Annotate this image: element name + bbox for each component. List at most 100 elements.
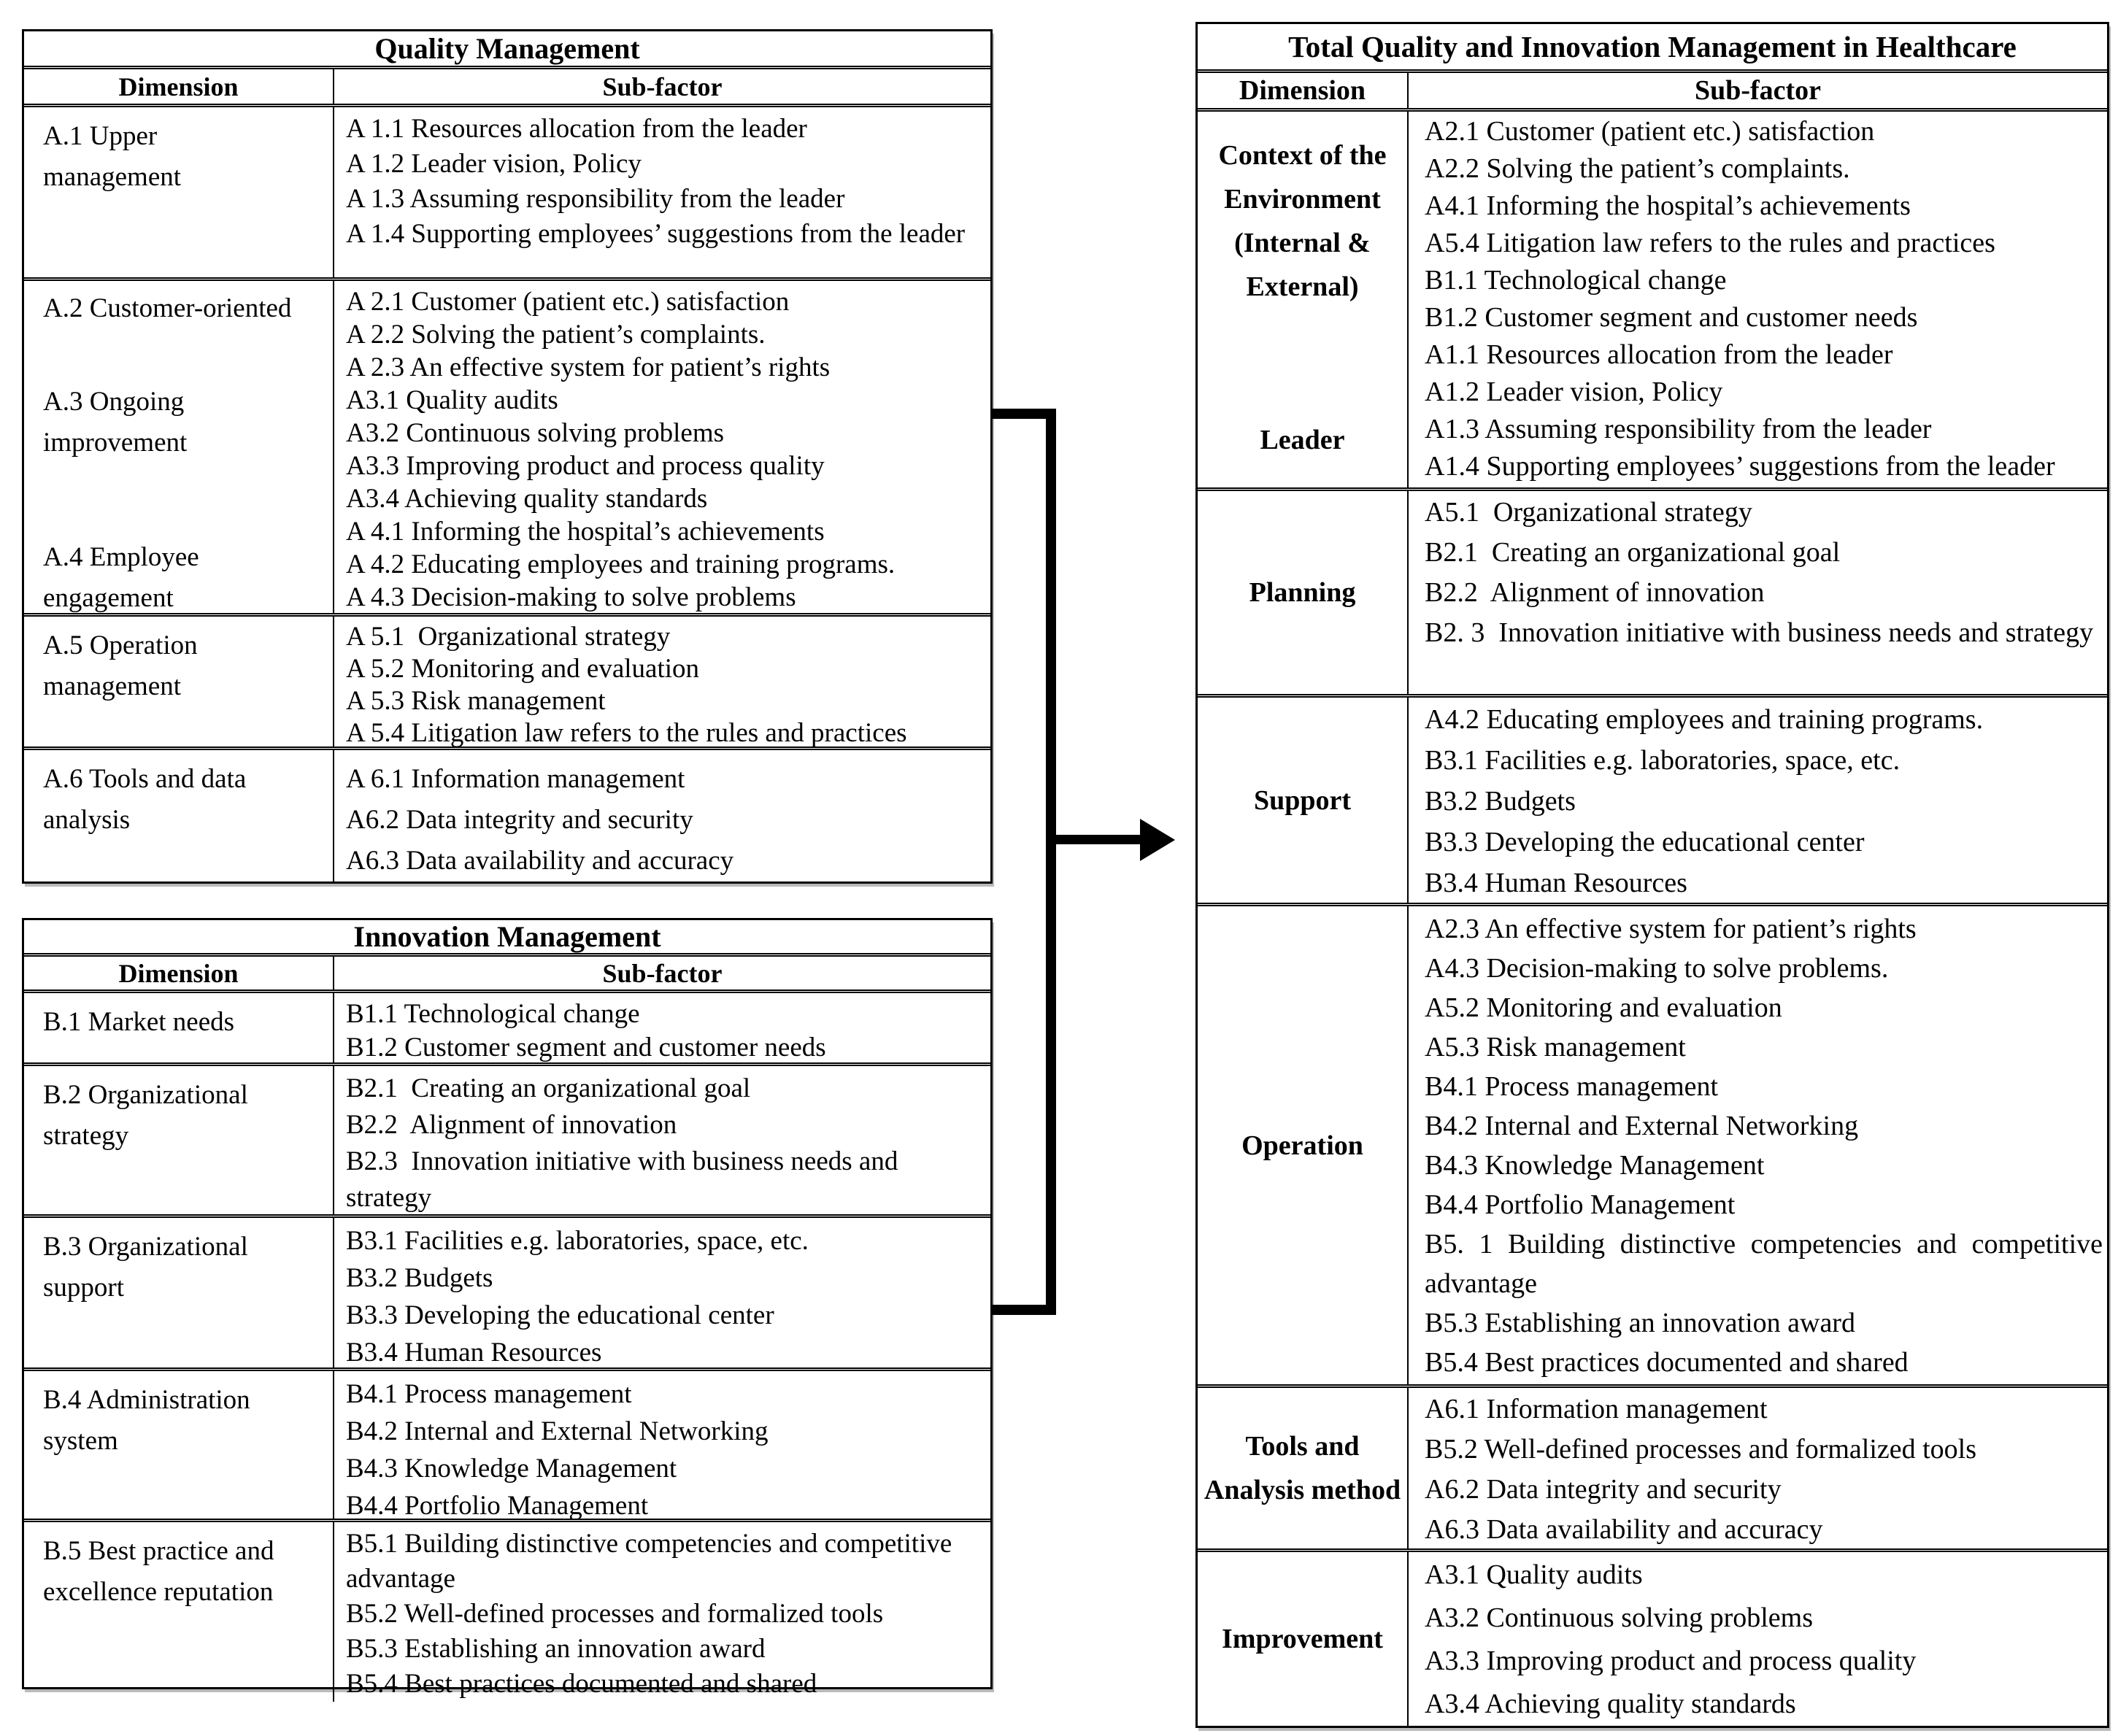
subfactor-item: A 2.2 Solving the patient’s complaints. xyxy=(346,320,766,350)
quality-management-table: Quality Management Dimension Sub-factor … xyxy=(22,29,993,884)
dimension-label: B.1 Market needs xyxy=(43,1007,235,1037)
bracket-vertical-bar xyxy=(1046,409,1056,1315)
subfactor-item: A3.2 Continuous solving problems xyxy=(346,418,725,448)
table-row: Operation A2.3 An effective system for pa… xyxy=(1198,903,2107,1384)
subfactor-item: B4.3 Knowledge Management xyxy=(1425,1150,1765,1181)
innovation-management-table: Innovation Management Dimension Sub-fact… xyxy=(22,918,993,1702)
dimension-cell: Planning xyxy=(1198,491,1409,694)
dimension-cell: B.3 Organizational support xyxy=(24,1218,334,1367)
subfactor-cell: B5.1 Building distinctive competencies a… xyxy=(334,1522,990,1702)
quality-table-header: Dimension Sub-factor xyxy=(24,69,990,107)
innovation-table-body: B.1 Market needs B1.1 Technological chang… xyxy=(24,993,990,1702)
subfactor-item: A6.2 Data integrity and security xyxy=(1425,1474,1782,1505)
subfactor-item: A 1.2 Leader vision, Policy xyxy=(346,149,642,179)
subfactor-item: A2.1 Customer (patient etc.) satisfactio… xyxy=(1425,116,1875,147)
subfactor-item: A3.4 Achieving quality standards xyxy=(1425,1689,1796,1719)
subfactor-item: B2. 3 Innovation initiative with busines… xyxy=(1425,617,2094,648)
subfactor-item: B5.2 Well-defined processes and formaliz… xyxy=(1425,1434,1977,1465)
subfactor-item: A5.4 Litigation law refers to the rules … xyxy=(1425,228,1995,258)
subfactor-item: A5.3 Risk management xyxy=(1425,1032,1686,1062)
subfactor-item: B1.1 Technological change xyxy=(346,999,640,1029)
dimension-label: Support xyxy=(1253,784,1352,816)
dimension-label: Operation xyxy=(1241,1130,1363,1161)
dimension-label: Planning xyxy=(1249,577,1356,608)
subfactor-item: A1.3 Assuming responsibility from the le… xyxy=(1425,414,1932,444)
subfactor-item: A5.2 Monitoring and evaluation xyxy=(1425,992,1782,1023)
dimension-cell: B.5 Best practice and excellence reputat… xyxy=(24,1522,334,1702)
subfactor-item: B5.3 Establishing an innovation award xyxy=(1425,1308,1855,1338)
table-row: B.5 Best practice and excellence reputat… xyxy=(24,1519,990,1702)
subfactor-item: B2.1 Creating an organizational goal xyxy=(346,1073,751,1103)
quality-table-body: A.1 Upper management A 1.1 Resources allo… xyxy=(24,107,990,881)
subfactor-cell: A2.1 Customer (patient etc.) satisfactio… xyxy=(1409,112,2107,487)
subfactor-item: A 1.4 Supporting employees’ suggestions … xyxy=(346,219,966,249)
subfactor-item: A3.2 Continuous solving problems xyxy=(1425,1602,1814,1633)
subfactor-item: A 1.1 Resources allocation from the lead… xyxy=(346,114,807,144)
dimension-label: A.1 Upper management xyxy=(43,121,182,192)
subfactor-item: A1.2 Leader vision, Policy xyxy=(1425,377,1723,407)
column-header-dimension: Dimension xyxy=(1198,73,1409,108)
subfactor-item: B3.3 Developing the educational center xyxy=(1425,827,1865,857)
subfactor-item: B1.2 Customer segment and customer needs xyxy=(346,1033,826,1062)
dimension-label: A.4 Employee engagement xyxy=(43,542,199,613)
arrow-right-icon xyxy=(1140,819,1175,861)
subfactor-item: A6.2 Data integrity and security xyxy=(346,805,693,835)
subfactor-item: A 5.1 Organizational strategy xyxy=(346,622,671,652)
dimension-label: Improvement xyxy=(1222,1624,1383,1654)
dimension-cell: Tools and Analysis method xyxy=(1198,1388,1409,1548)
subfactor-item: B5.4 Best practices documented and share… xyxy=(1425,1347,1909,1378)
subfactor-item: A 6.1 Information management xyxy=(346,764,685,794)
healthcare-table-title: Total Quality and Innovation Management … xyxy=(1198,24,2107,73)
subfactor-item: B4.3 Knowledge Management xyxy=(346,1454,677,1484)
innovation-table-title: Innovation Management xyxy=(24,920,990,957)
subfactor-item: A2.3 An effective system for patient’s r… xyxy=(1425,914,1917,944)
table-row: A.1 Upper management A 1.1 Resources allo… xyxy=(24,107,990,277)
dimension-label: Tools and Analysis method xyxy=(1204,1431,1401,1505)
dimension-cell: B.2 Organizational strategy xyxy=(24,1066,334,1214)
healthcare-table-body: Context of the Environment (Internal & E… xyxy=(1198,112,2107,1726)
subfactor-item: B4.2 Internal and External Networking xyxy=(1425,1111,1859,1141)
dimension-label: Context of the Environment (Internal & E… xyxy=(1218,140,1387,302)
subfactor-item: A4.2 Educating employees and training pr… xyxy=(1425,704,1984,735)
subfactor-item: A5.1 Organizational strategy xyxy=(1425,497,1752,528)
subfactor-item: B2.2 Alignment of innovation xyxy=(1425,577,1765,608)
bracket-top-arm xyxy=(990,409,1056,419)
subfactor-item: A3.4 Achieving quality standards xyxy=(346,484,708,514)
column-header-dimension: Dimension xyxy=(24,957,334,989)
subfactor-item: B4.2 Internal and External Networking xyxy=(346,1416,769,1446)
subfactor-cell: A4.2 Educating employees and training pr… xyxy=(1409,698,2107,903)
subfactor-item: B2.1 Creating an organizational goal xyxy=(1425,537,1841,568)
subfactor-item: A3.1 Quality audits xyxy=(1425,1559,1643,1590)
subfactor-item: A4.1 Informing the hospital’s achievemen… xyxy=(1425,190,1911,221)
subfactor-item: B3.3 Developing the educational center xyxy=(346,1300,774,1330)
dimension-cell: Improvement xyxy=(1198,1552,1409,1726)
subfactor-item: B5.2 Well-defined processes and formaliz… xyxy=(346,1599,884,1629)
table-row: B.1 Market needs B1.1 Technological chang… xyxy=(24,993,990,1062)
subfactor-item: B5.3 Establishing an innovation award xyxy=(346,1634,766,1664)
column-header-subfactor: Sub-factor xyxy=(1694,75,1822,106)
subfactor-item: A 2.3 An effective system for patient’s … xyxy=(346,352,831,382)
dimension-label: B.2 Organizational strategy xyxy=(43,1080,248,1151)
dimension-label: Leader xyxy=(1260,425,1345,455)
dimension-cell: B.1 Market needs xyxy=(24,993,334,1062)
dimension-cell: A.6 Tools and data analysis xyxy=(24,750,334,881)
dimension-cell: Operation xyxy=(1198,906,1409,1384)
column-header-dimension: Dimension xyxy=(24,69,334,104)
subfactor-item: A6.3 Data availability and accuracy xyxy=(346,846,734,876)
subfactor-cell: A 2.1 Customer (patient etc.) satisfacti… xyxy=(334,281,990,613)
subfactor-item: B1.1 Technological change xyxy=(1425,265,1727,296)
subfactor-item: B5. 1 Building distinctive competencies … xyxy=(1425,1229,2103,1299)
column-header-subfactor: Sub-factor xyxy=(602,72,723,101)
dimension-cell: Context of the Environment (Internal & E… xyxy=(1198,112,1409,487)
